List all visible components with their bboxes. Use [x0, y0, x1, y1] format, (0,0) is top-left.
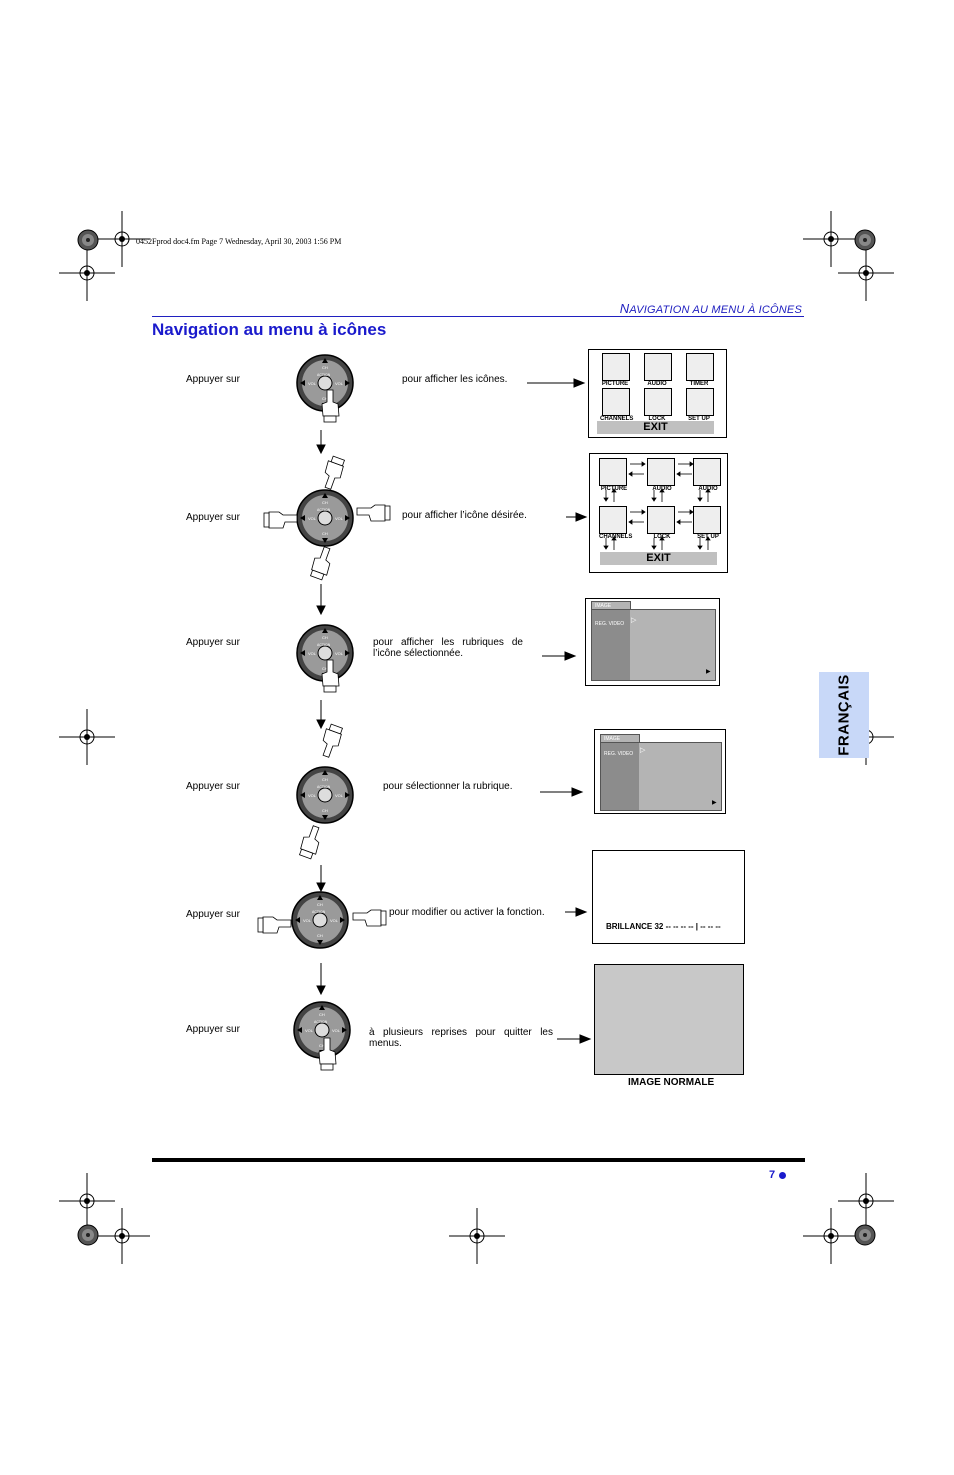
step-4-desc: pour sélectionner la rubrique.	[383, 781, 513, 792]
arrow-right-icon: ▷	[631, 617, 637, 624]
lock-icon	[647, 506, 675, 534]
play-icon: ▶	[712, 800, 717, 806]
icon-audio: AUDIO	[642, 353, 672, 387]
step-5-label: Appuyer sur	[186, 909, 240, 920]
submenu-left-column	[592, 610, 630, 680]
submenu-left-column-2	[601, 743, 639, 810]
page-title: Navigation au menu à icônes	[152, 320, 387, 339]
normal-image-screen	[594, 964, 744, 1075]
submenu-item-2: REG. VIDEO	[604, 751, 634, 757]
icon-setup-label: SET UP	[688, 416, 710, 422]
speaker-icon	[647, 458, 675, 486]
play-icon: ▶	[706, 669, 711, 675]
page-number-value: 7	[769, 1169, 776, 1181]
icon-lock-label: LOCK	[648, 416, 666, 422]
icon-audio-label: AUDIO	[647, 381, 667, 387]
step-2-desc: pour afficher l’icône désirée.	[402, 510, 527, 521]
nav-exit-bar: EXIT	[600, 552, 717, 565]
language-tab: FRANÇAIS	[819, 672, 869, 758]
submenu-tab-label: IMAGE	[595, 603, 612, 609]
setup-icon	[693, 506, 721, 534]
section-title-cap: N	[619, 301, 630, 316]
icon-setup: SET UP	[684, 388, 714, 422]
arrow-right-icon: ▷	[640, 747, 646, 754]
step-2-label: Appuyer sur	[186, 512, 240, 523]
picture-icon	[602, 353, 630, 381]
submenu-item: REG. VIDEO	[595, 621, 625, 627]
nav-icon-channels-label: CHANNELS	[599, 534, 633, 540]
channels-icon	[602, 388, 630, 416]
speaker-icon	[644, 353, 672, 381]
icon-timer: TIMER	[684, 353, 714, 387]
icon-menu-nav-screen: PICTURE AUDIO AUDIO CHANNELS LOCK SET UP	[589, 453, 728, 573]
icon-menu-screen: PICTURE AUDIO TIMER CHANNELS LOCK SET UP…	[588, 349, 727, 438]
step-6-desc: à plusieurs reprises pour quitter les me…	[369, 1027, 553, 1049]
icon-picture-label: PICTURE	[601, 381, 629, 387]
header-note: 0452Fprod doc4.fm Page 7 Wednesday, Apri…	[136, 237, 342, 246]
submenu-panel-2: REG. VIDEO ▷ ▶	[600, 742, 722, 811]
step-6-label: Appuyer sur	[186, 1024, 240, 1035]
submenu-screen-1: IMAGE REG. VIDEO ▷ ▶	[585, 598, 720, 686]
brightness-readout: BRILLANCE 32 -- -- -- -- | -- -- --	[606, 922, 721, 931]
clock-icon	[686, 353, 714, 381]
brightness-screen: BRILLANCE 32 -- -- -- -- | -- -- --	[592, 850, 745, 944]
normal-image-caption: IMAGE NORMALE	[628, 1077, 715, 1088]
nav-arrows	[603, 461, 711, 550]
nav-icon-channels: CHANNELS	[599, 506, 633, 540]
step-3-label: Appuyer sur	[186, 637, 240, 648]
page-number: 7	[769, 1169, 787, 1181]
bullet-icon	[779, 1171, 787, 1179]
speaker-icon	[693, 458, 721, 486]
setup-icon	[686, 388, 714, 416]
submenu-screen-2: IMAGE REG. VIDEO ▷ ▶	[594, 729, 726, 814]
icon-channels-label: CHANNELS	[600, 416, 634, 422]
channels-icon	[599, 506, 627, 534]
bottom-rule	[152, 1158, 805, 1162]
step-1-label: Appuyer sur	[186, 374, 240, 385]
icon-picture: PICTURE	[600, 353, 630, 387]
picture-icon	[599, 458, 627, 486]
step-1-desc: pour afficher les icônes.	[402, 374, 508, 385]
step-5-desc: pour modifier ou activer la fonction.	[389, 907, 545, 918]
icon-lock: LOCK	[642, 388, 672, 422]
exit-bar: EXIT	[597, 421, 714, 434]
section-title: Navigation au menu à icônes	[620, 301, 802, 316]
submenu-tab-2-label: IMAGE	[604, 736, 621, 742]
icon-timer-label: TIMER	[689, 381, 709, 387]
step-4-label: Appuyer sur	[186, 781, 240, 792]
top-rule	[152, 316, 804, 317]
icon-channels: CHANNELS	[600, 388, 634, 422]
lock-icon	[644, 388, 672, 416]
submenu-panel: REG. VIDEO ▷ ▶	[591, 609, 716, 681]
step-3-desc: pour afficher les rubriques de l’icône s…	[373, 637, 523, 659]
nav-icon-lock: LOCK	[647, 506, 677, 540]
section-title-rest: avigation au menu à icônes	[629, 304, 802, 316]
